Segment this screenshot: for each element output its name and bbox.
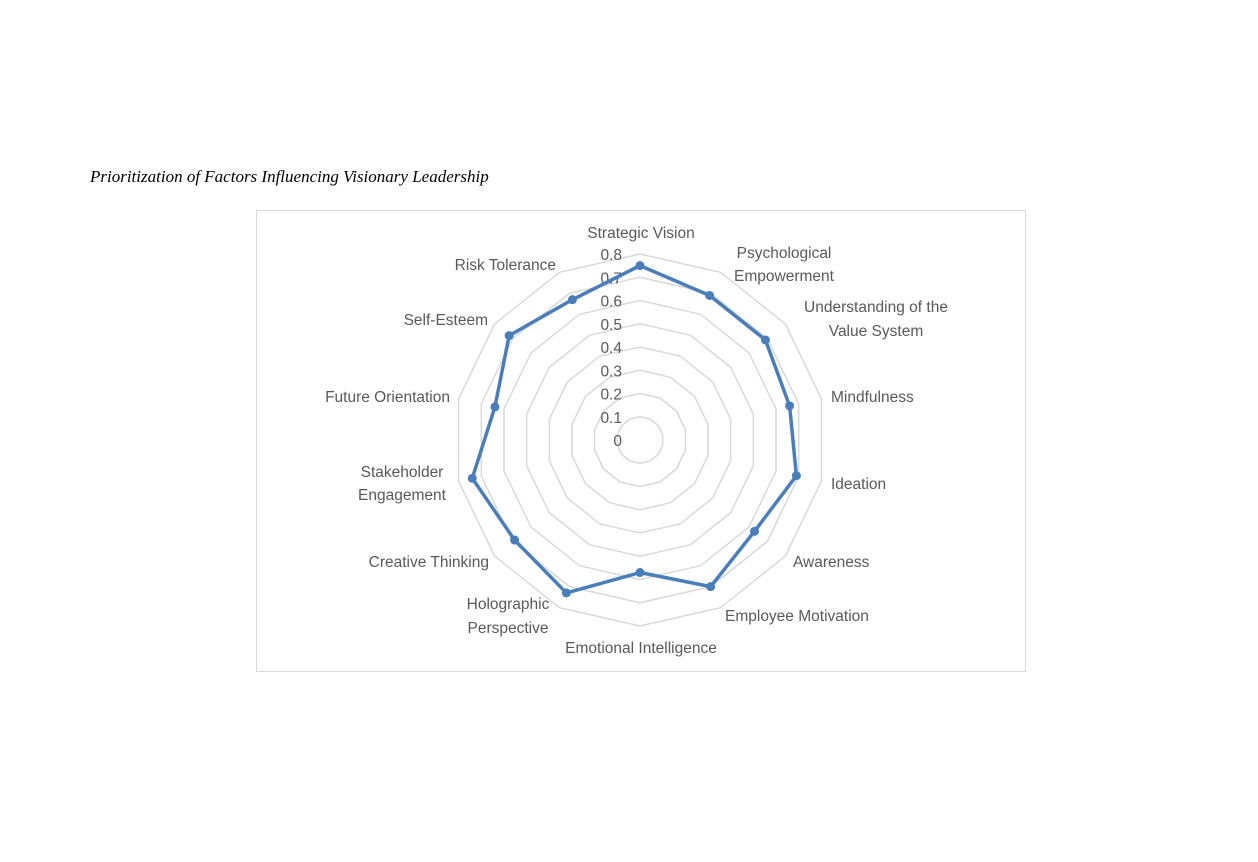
- category-label-line: Empowerment: [734, 268, 835, 285]
- data-point: [490, 402, 500, 412]
- tick-label: 0.4: [600, 340, 622, 357]
- category-label: Risk Tolerance: [455, 257, 556, 274]
- category-label: Employee Motivation: [725, 608, 869, 625]
- category-label: Mindfulness: [831, 389, 914, 406]
- data-point: [635, 568, 645, 578]
- category-label-line: Self-Esteem: [404, 312, 488, 329]
- chart-title: Prioritization of Factors Influencing Vi…: [90, 167, 489, 186]
- grid-ring: [503, 299, 777, 581]
- category-label-line: Emotional Intelligence: [565, 640, 717, 657]
- category-label-line: Perspective: [468, 620, 549, 637]
- data-point: [467, 473, 477, 483]
- data-point: [504, 331, 514, 341]
- category-label-line: Creative Thinking: [369, 554, 489, 571]
- category-label-line: Ideation: [831, 476, 886, 493]
- data-point: [561, 588, 571, 598]
- data-point: [750, 526, 760, 536]
- tick-label: 0.6: [600, 294, 622, 311]
- tick-label: 0.5: [600, 317, 622, 334]
- category-label-line: Value System: [829, 323, 923, 340]
- category-label-line: Stakeholder: [361, 464, 444, 481]
- tick-label: 0.3: [600, 363, 622, 380]
- tick-label: 0.1: [600, 410, 622, 427]
- tick-label: 0.2: [600, 387, 622, 404]
- category-label-line: Risk Tolerance: [455, 257, 556, 274]
- category-label: Awareness: [793, 554, 870, 571]
- category-label: Emotional Intelligence: [565, 640, 717, 657]
- category-label-line: Mindfulness: [831, 389, 914, 406]
- data-point: [791, 471, 801, 481]
- grid-ring: [525, 322, 755, 558]
- category-label: Ideation: [831, 476, 886, 493]
- grid-ring: [571, 369, 709, 511]
- data-point: [567, 295, 577, 305]
- category-label: Strategic Vision: [587, 225, 694, 242]
- tick-label: 0: [613, 433, 622, 450]
- data-point: [635, 261, 645, 271]
- data-point: [705, 290, 715, 300]
- grid-ring: [480, 276, 800, 604]
- data-point: [760, 335, 770, 345]
- grid-ring: [616, 415, 664, 465]
- series-line: [470, 263, 799, 595]
- chart-area: [256, 210, 1026, 672]
- category-label: Creative Thinking: [369, 554, 489, 571]
- grid-ring: [593, 392, 687, 488]
- category-label-line: Understanding of the: [804, 299, 948, 316]
- tick-label: 0.8: [600, 247, 622, 264]
- category-label: Future Orientation: [325, 389, 450, 406]
- category-label-line: Future Orientation: [325, 389, 450, 406]
- data-point: [785, 401, 795, 411]
- category-label-line: Holographic: [467, 596, 550, 613]
- category-label: Self-Esteem: [404, 312, 488, 329]
- category-label-line: Strategic Vision: [587, 225, 694, 242]
- category-label-line: Employee Motivation: [725, 608, 869, 625]
- data-point: [510, 535, 520, 545]
- data-point: [706, 582, 716, 592]
- category-label-line: Awareness: [793, 554, 870, 571]
- grid-ring: [457, 253, 823, 627]
- grid-ring: [548, 346, 732, 534]
- category-label-line: Psychological: [737, 245, 832, 262]
- category-label-line: Engagement: [358, 487, 447, 504]
